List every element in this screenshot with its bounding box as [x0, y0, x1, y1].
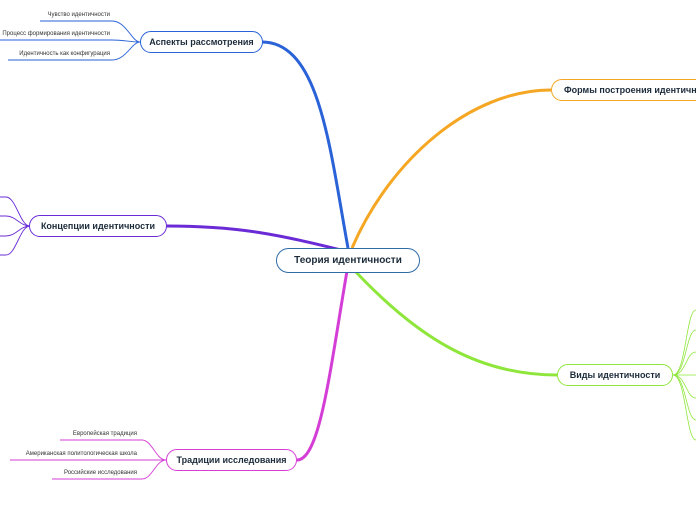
root-topic[interactable]: Теория идентичности: [276, 248, 420, 273]
connector-aspect-1: [40, 20, 141, 43]
connector-concept-1: [0, 196, 31, 227]
connector-type-2: [672, 329, 696, 376]
leaf-aspect-process[interactable]: Процесс формирования идентичности: [2, 31, 110, 37]
leaf-aspect-configuration[interactable]: Идентичность как конфигурация: [19, 51, 110, 57]
connector-aspect-2: [0, 39, 141, 43]
branch-forms[interactable]: Формы построения идентичности: [551, 79, 696, 101]
connector-aspects: [261, 40, 350, 249]
leaf-tradition-european[interactable]: Европейская традиция: [72, 431, 137, 437]
connector-type-1: [672, 309, 696, 376]
leaf-tradition-russian[interactable]: Российские исследования: [63, 470, 137, 476]
connector-type-7: [672, 374, 696, 441]
connector-traditions: [296, 270, 349, 462]
connector-concept-4: [0, 225, 31, 256]
connector-concepts: [166, 224, 346, 253]
branch-aspects[interactable]: Аспекты рассмотрения: [140, 31, 263, 53]
connector-tradition-1: [60, 439, 167, 461]
leaf-tradition-american[interactable]: Американская политологическая школа: [25, 451, 137, 457]
connector-types: [353, 269, 558, 377]
connector-concept-2: [0, 215, 31, 227]
connector-forms: [350, 88, 552, 249]
branch-traditions[interactable]: Традиции исследования: [166, 449, 297, 471]
leaf-aspect-feeling[interactable]: Чувство идентичности: [47, 12, 110, 18]
branch-types[interactable]: Виды идентичности: [557, 364, 673, 386]
connector-type-3: [672, 351, 696, 376]
branch-concepts[interactable]: Концепции идентичности: [29, 215, 167, 237]
connector-tradition-3: [52, 459, 167, 480]
connector-aspect-3: [8, 41, 141, 61]
connector-type-6: [672, 374, 696, 421]
